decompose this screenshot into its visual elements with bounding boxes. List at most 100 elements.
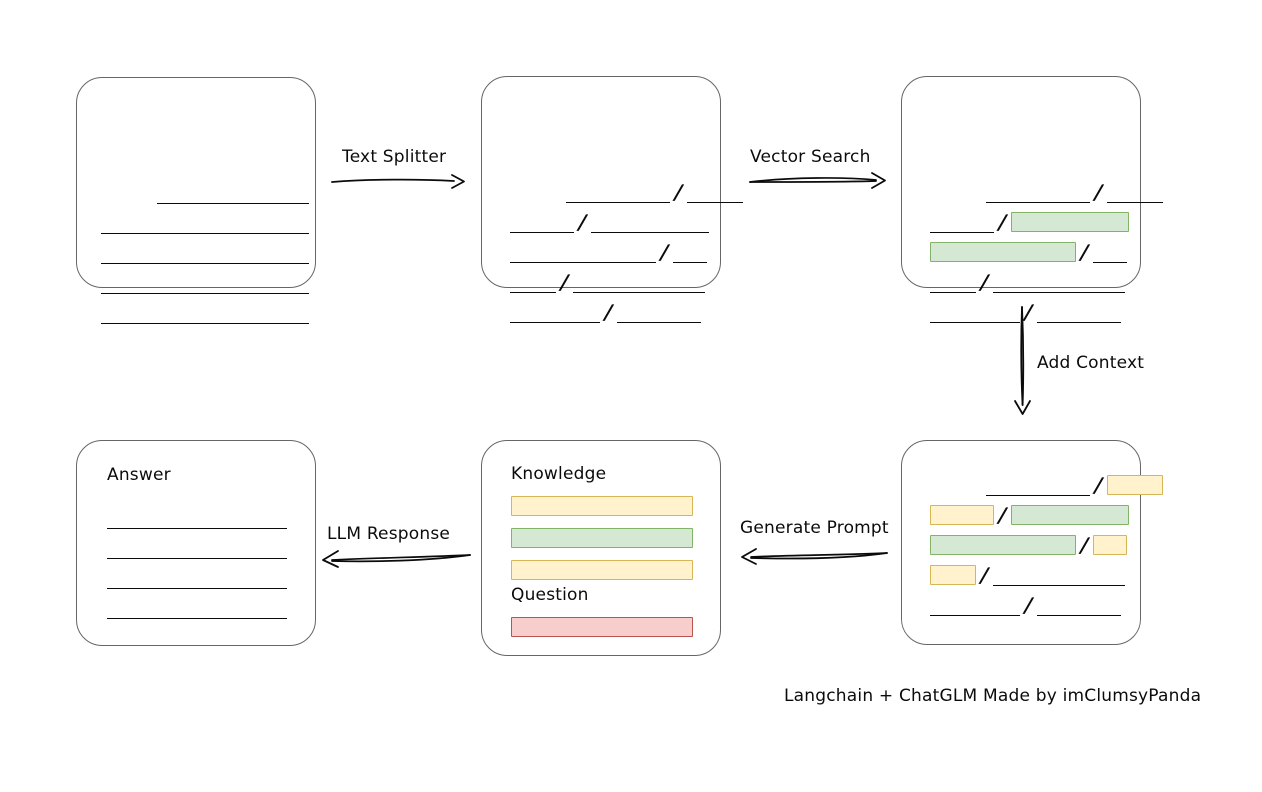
knowledge-bar bbox=[511, 528, 693, 548]
answer-label: Answer bbox=[107, 465, 171, 485]
chunk-segment-left bbox=[986, 474, 1090, 496]
chunk-highlight-yellow bbox=[1107, 475, 1164, 495]
line-segment bbox=[157, 182, 309, 204]
chunk-separator: / bbox=[980, 563, 990, 587]
node-matched-chunks[interactable]: / / / / bbox=[901, 76, 1164, 324]
edge-add-context bbox=[1010, 305, 1036, 417]
doc-line bbox=[101, 302, 309, 324]
edge-label-text-splitter: Text Splitter bbox=[342, 147, 447, 167]
chunk-highlight-green bbox=[1011, 505, 1130, 525]
chunk-segment-right bbox=[1107, 181, 1164, 203]
question-label: Question bbox=[511, 585, 589, 605]
node-context-chunks[interactable]: / / / / bbox=[901, 440, 1164, 645]
answer-line bbox=[107, 537, 287, 559]
edge-label-vector-search: Vector Search bbox=[750, 147, 871, 167]
node-prompt[interactable]: Knowledge Question bbox=[481, 440, 721, 656]
chunk-row: / bbox=[930, 593, 1122, 617]
chunk-segment-right bbox=[993, 271, 1126, 293]
chunk-row: / bbox=[930, 240, 1128, 264]
chunk-segment-right bbox=[1037, 594, 1122, 616]
chunk-separator: / bbox=[560, 270, 570, 294]
line-segment bbox=[101, 302, 309, 324]
chunk-row: / bbox=[510, 270, 706, 294]
chunk-row: / bbox=[930, 563, 1126, 587]
chunk-segment-right bbox=[993, 564, 1126, 586]
node-source-document[interactable] bbox=[76, 77, 316, 324]
chunk-segment-right bbox=[1037, 301, 1122, 323]
chunk-separator: / bbox=[578, 210, 588, 234]
node-split-chunks[interactable]: / / / / bbox=[481, 76, 744, 324]
chunk-row: / bbox=[930, 300, 1122, 324]
chunk-highlight-yellow bbox=[930, 565, 976, 585]
chunk-segment-left bbox=[986, 181, 1090, 203]
chunk-segment-left bbox=[566, 181, 670, 203]
chunk-segment-right bbox=[573, 271, 706, 293]
answer-line bbox=[107, 567, 287, 589]
chunk-highlight-green bbox=[930, 535, 1076, 555]
chunk-separator: / bbox=[660, 240, 670, 264]
chunk-highlight-green bbox=[930, 242, 1076, 262]
chunk-segment-left bbox=[930, 594, 1020, 616]
chunk-separator: / bbox=[998, 503, 1008, 527]
line-segment bbox=[101, 242, 309, 264]
chunk-segment-left bbox=[930, 271, 976, 293]
chunk-highlight-yellow bbox=[1093, 535, 1128, 555]
chunk-segment-right bbox=[687, 181, 744, 203]
chunk-row: / bbox=[930, 503, 1130, 527]
line-segment bbox=[107, 567, 287, 589]
chunk-row: / bbox=[930, 533, 1128, 557]
chunk-row: / bbox=[510, 180, 744, 204]
chunk-separator: / bbox=[998, 210, 1008, 234]
edge-vector-search bbox=[748, 168, 890, 194]
question-bar bbox=[511, 617, 693, 637]
chunk-segment-left bbox=[510, 211, 574, 233]
knowledge-label: Knowledge bbox=[511, 464, 607, 484]
edge-generate-prompt bbox=[737, 545, 889, 569]
edge-text-splitter bbox=[330, 170, 470, 194]
doc-line bbox=[101, 182, 309, 204]
chunk-separator: / bbox=[604, 300, 614, 324]
line-segment bbox=[101, 272, 309, 294]
edge-label-add-context: Add Context bbox=[1037, 353, 1145, 373]
node-answer[interactable]: Answer bbox=[76, 440, 316, 646]
chunk-segment-left bbox=[510, 301, 600, 323]
chunk-segment-right bbox=[673, 241, 708, 263]
chunk-row: / bbox=[510, 210, 710, 234]
footer-credit: Langchain + ChatGLM Made by imClumsyPand… bbox=[784, 686, 1202, 706]
knowledge-bar bbox=[511, 496, 693, 516]
edge-llm-response bbox=[320, 548, 472, 572]
chunk-segment-left bbox=[510, 241, 656, 263]
row-indent bbox=[930, 474, 986, 496]
chunk-separator: / bbox=[1080, 240, 1090, 264]
doc-line bbox=[101, 272, 309, 294]
answer-line bbox=[107, 507, 287, 529]
line-indent bbox=[101, 182, 157, 204]
chunk-highlight-green bbox=[1011, 212, 1130, 232]
chunk-highlight-yellow bbox=[930, 505, 994, 525]
chunk-row: / bbox=[930, 473, 1164, 497]
doc-line bbox=[101, 242, 309, 264]
chunk-row: / bbox=[930, 270, 1126, 294]
edge-label-generate-prompt: Generate Prompt bbox=[740, 518, 889, 538]
chunk-segment-right bbox=[1093, 241, 1128, 263]
chunk-segment-left bbox=[930, 301, 1020, 323]
doc-line bbox=[101, 212, 309, 234]
chunk-segment-left bbox=[510, 271, 556, 293]
chunk-separator: / bbox=[1080, 533, 1090, 557]
chunk-separator: / bbox=[1094, 180, 1104, 204]
chunk-separator: / bbox=[674, 180, 684, 204]
chunk-row: / bbox=[930, 180, 1164, 204]
chunk-row: / bbox=[510, 240, 708, 264]
edge-label-llm-response: LLM Response bbox=[327, 524, 451, 544]
chunk-row: / bbox=[930, 210, 1130, 234]
answer-line bbox=[107, 597, 287, 619]
line-segment bbox=[107, 597, 287, 619]
line-segment bbox=[101, 212, 309, 234]
line-segment bbox=[107, 537, 287, 559]
row-indent bbox=[930, 181, 986, 203]
chunk-separator: / bbox=[980, 270, 990, 294]
chunk-separator: / bbox=[1024, 593, 1034, 617]
chunk-row: / bbox=[510, 300, 702, 324]
knowledge-bar bbox=[511, 560, 693, 580]
chunk-segment-right bbox=[591, 211, 710, 233]
